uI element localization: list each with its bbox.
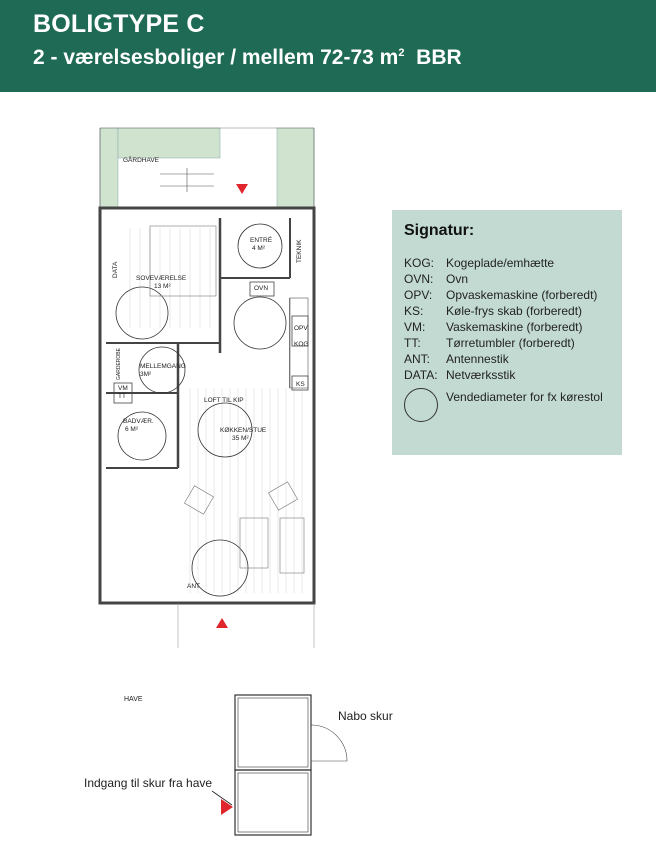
legend-item: OVN: Ovn bbox=[404, 272, 468, 286]
turning-circle-bedroom bbox=[115, 286, 169, 340]
label-sovevaerelse-area: 13 M² bbox=[154, 283, 171, 290]
legend-abbr: KS: bbox=[404, 304, 424, 318]
legend-abbr: ANT: bbox=[404, 352, 431, 366]
legend-text: Vaskemaskine (forberedt) bbox=[446, 320, 583, 334]
legend-box: Signatur: KOG:Kogeplade/emhætte OVN:Ovn … bbox=[392, 210, 622, 455]
shed-have-label: HAVE bbox=[124, 696, 143, 703]
shed-entrance-arrow bbox=[221, 799, 233, 815]
label-garderobe: GARDEROBE bbox=[116, 347, 122, 380]
legend-item: OPV: Opvaskemaskine (forberedt) bbox=[404, 288, 597, 302]
turning-circle-kitchen bbox=[233, 296, 287, 350]
turning-circle-symbol bbox=[404, 388, 438, 422]
chair-1 bbox=[184, 485, 214, 515]
floor-plan: GÅRDHAVE bbox=[90, 118, 330, 658]
label-sovevaerelse: SOVEVÆRELSE bbox=[136, 275, 187, 282]
turning-circle-living bbox=[197, 402, 253, 458]
legend-text: Netværksstik bbox=[446, 368, 516, 382]
sofa bbox=[279, 517, 305, 574]
label-entre-area: 4 M² bbox=[252, 245, 266, 252]
subtitle-main: 2 - værelsesboliger / mellem 72-73 m bbox=[33, 46, 399, 69]
legend-heading: Signatur: bbox=[404, 222, 475, 239]
floor-plan-drawing: GÅRDHAVE bbox=[98, 127, 316, 648]
garden-entrance-arrow bbox=[236, 184, 248, 194]
label-badvaerelse: BADVÆR. bbox=[123, 418, 154, 425]
front-entrance-arrow bbox=[216, 618, 228, 628]
chair-2 bbox=[268, 481, 298, 511]
legend-item: DATA: Netværksstik bbox=[404, 368, 515, 382]
turning-circle-hall bbox=[138, 346, 186, 394]
turning-circle-living-2 bbox=[191, 539, 249, 597]
legend-text: Opvaskemaskine (forberedt) bbox=[446, 288, 598, 302]
shed-entrance-label: Indgang til skur fra have bbox=[84, 776, 212, 790]
label-loft: LOFT TIL KIP bbox=[204, 397, 244, 404]
label-entre: ENTRÉ bbox=[250, 235, 273, 244]
label-ks: KS bbox=[296, 381, 305, 388]
shed-drawing: HAVE Nabo skur Indgang til skur fra have bbox=[84, 694, 393, 836]
legend-item: VM: Vaskemaskine (forberedt) bbox=[404, 320, 583, 334]
legend-item: TT: Tørretumbler (forberedt) bbox=[404, 336, 575, 350]
bed bbox=[149, 225, 217, 297]
page-title: BOLIGTYPE C bbox=[33, 10, 205, 38]
apartment-outline bbox=[98, 206, 316, 605]
legend-item: ANT: Antennestik bbox=[404, 352, 509, 366]
page-subtitle: 2 - værelsesboliger / mellem 72-73 m2 BB… bbox=[33, 46, 462, 70]
shed-door-swing bbox=[310, 724, 348, 762]
legend-text: Ovn bbox=[446, 272, 469, 286]
label-vm: VM bbox=[118, 385, 128, 392]
subtitle-superscript: 2 bbox=[398, 47, 405, 59]
turning-circle-bath bbox=[117, 411, 167, 461]
legend-abbr: DATA: bbox=[404, 368, 438, 382]
label-opv: OPV bbox=[294, 325, 308, 332]
label-data: DATA bbox=[112, 261, 119, 278]
turning-circle-entre bbox=[237, 223, 283, 269]
garden-hedge-top bbox=[117, 127, 221, 159]
label-teknik: TEKNIK bbox=[296, 239, 303, 263]
legend-abbr: TT: bbox=[404, 336, 421, 350]
legend-abbr: VM: bbox=[404, 320, 426, 334]
legend-text: Kogeplade/emhætte bbox=[446, 256, 555, 270]
label-mellemgang: MELLEMGANG bbox=[140, 363, 186, 370]
subtitle-tail: BBR bbox=[416, 46, 462, 69]
legend-item: KS: Køle-frys skab (forberedt) bbox=[404, 304, 582, 318]
shed-lower bbox=[234, 769, 312, 836]
shed-upper bbox=[234, 694, 312, 771]
page-header: BOLIGTYPE C 2 - værelsesboliger / mellem… bbox=[0, 0, 656, 92]
label-ant: ANT bbox=[187, 583, 200, 590]
legend-text: Tørretumbler (forberedt) bbox=[446, 336, 575, 350]
label-tt: TT bbox=[118, 393, 126, 400]
garden-hedge-left bbox=[99, 127, 119, 209]
table bbox=[239, 517, 269, 569]
garden-hedge-right bbox=[276, 127, 315, 209]
legend-text: Køle-frys skab (forberedt) bbox=[446, 304, 583, 318]
label-kokken: KØKKEN/STUE bbox=[220, 427, 267, 434]
label-ovn: OVN bbox=[254, 285, 268, 292]
label-kog: KOG bbox=[294, 341, 308, 348]
label-mellemgang-area: 3M² bbox=[140, 371, 152, 378]
label-kokken-area: 35 M² bbox=[232, 435, 249, 442]
legend-text: Antennestik bbox=[446, 352, 509, 366]
legend-abbr: KOG: bbox=[404, 256, 435, 270]
shed-plan: HAVE Nabo skur Indgang til skur fra have bbox=[80, 685, 420, 850]
shed-nabo-label: Nabo skur bbox=[338, 709, 393, 723]
garden-label: GÅRDHAVE bbox=[123, 155, 160, 164]
legend-abbr: OVN: bbox=[404, 272, 434, 286]
turning-circle-label: Vendediameter for fx kørestol bbox=[446, 390, 603, 404]
legend-item: KOG: Kogeplade/emhætte bbox=[404, 256, 554, 270]
legend-abbr: OPV: bbox=[404, 288, 433, 302]
label-badvaerelse-area: 6 M² bbox=[125, 426, 139, 433]
